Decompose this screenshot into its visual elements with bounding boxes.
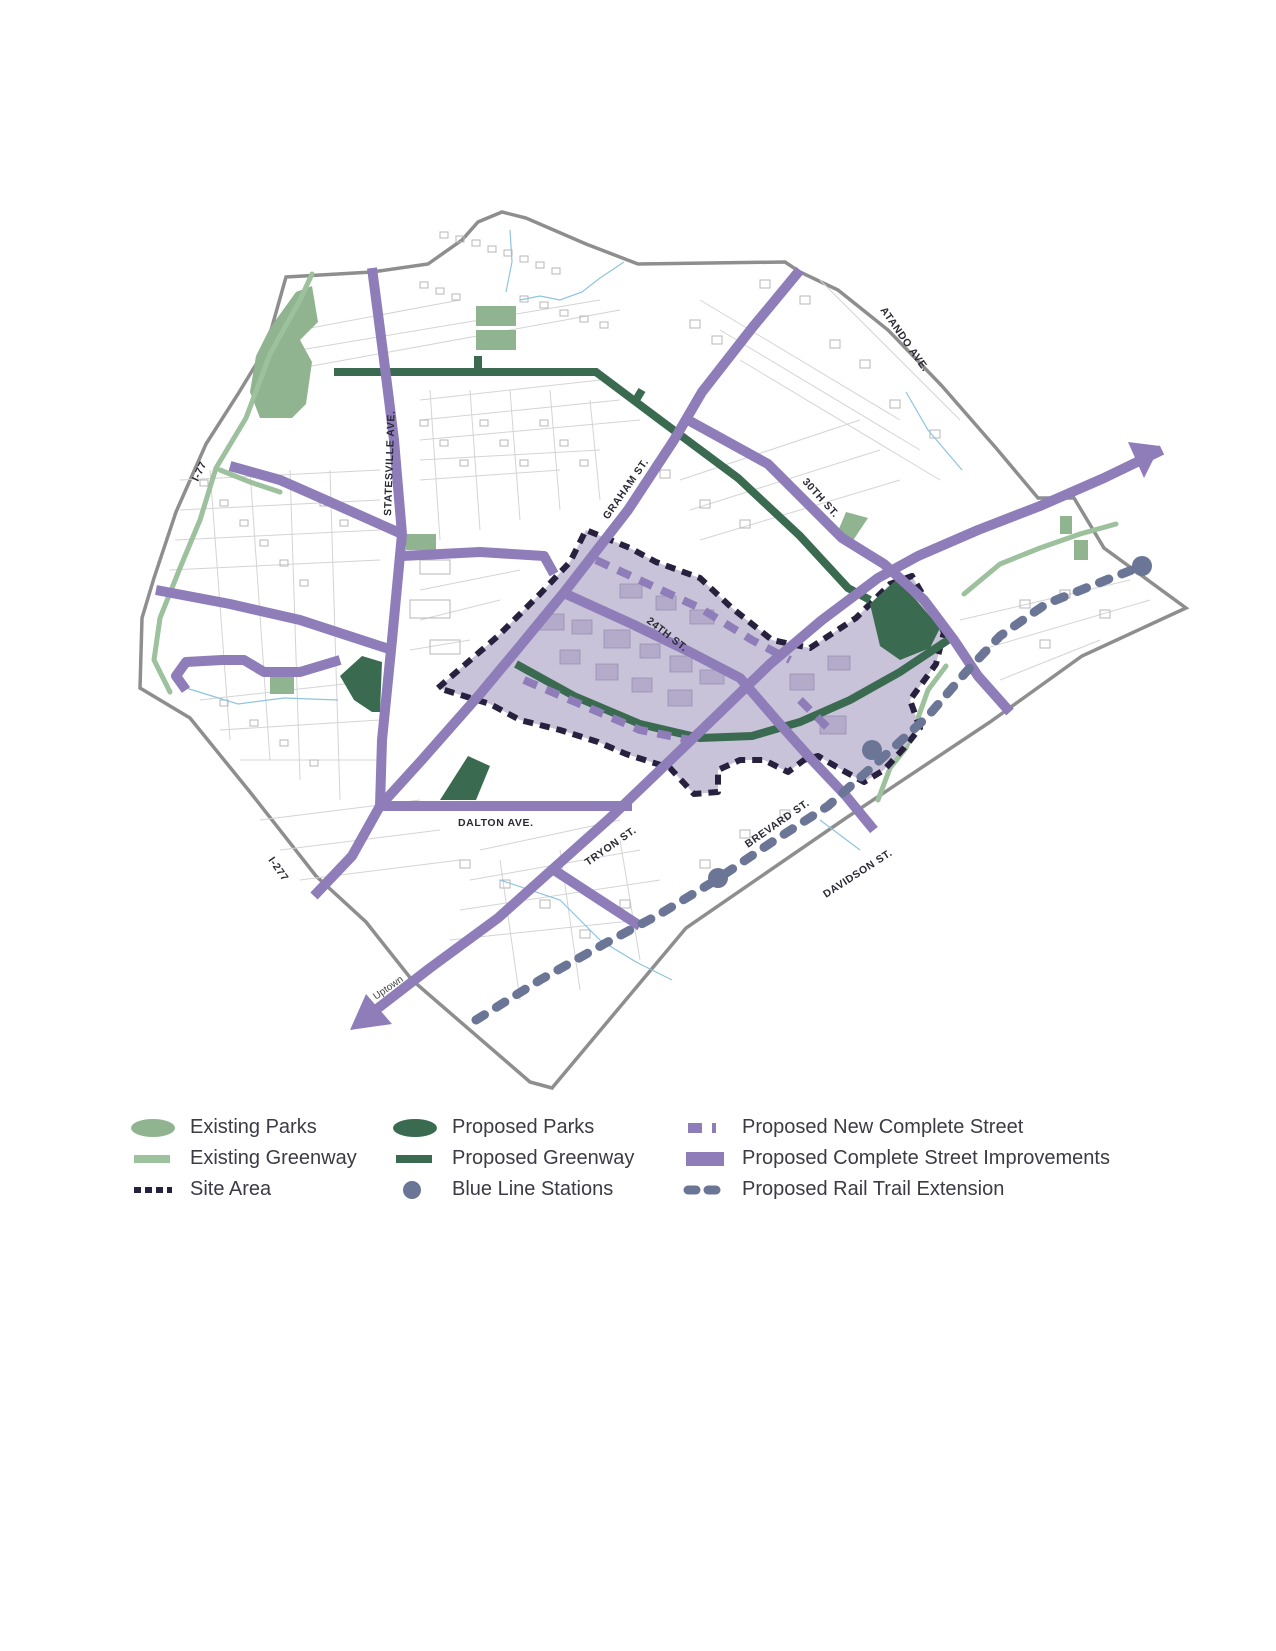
existing-park-central — [406, 534, 436, 550]
complete-street-improvements-swatch — [680, 1147, 730, 1171]
existing-greenway-swatch — [128, 1147, 178, 1171]
proposed-park-east — [870, 580, 940, 660]
existing-greenway-west-spur — [217, 467, 283, 495]
blue-line-station-south — [708, 868, 728, 888]
new-complete-street-2 — [522, 676, 691, 744]
existing-park-southwest — [270, 676, 294, 694]
new-complete-street-3 — [797, 697, 833, 733]
statesville-ave-label: STATESVILLE AVE. — [382, 410, 398, 516]
arrow-northeast-icon — [1128, 442, 1160, 478]
new-complete-streets — [522, 556, 833, 744]
direction-arrows — [350, 442, 1160, 1030]
west-spur-street-2 — [155, 585, 394, 655]
existing-parks-swatch — [128, 1116, 178, 1140]
legend-column-3: Proposed New Complete Street Proposed Co… — [680, 1112, 1110, 1205]
graham-st-street — [376, 266, 804, 810]
proposed-greenway-south — [514, 636, 951, 743]
legend-item-existing-greenway: Existing Greenway — [128, 1143, 357, 1174]
existing-parks — [250, 286, 1088, 694]
site-area-swatch — [128, 1178, 178, 1202]
cross-street-statesville-graham — [401, 547, 559, 577]
rail-trail-extension — [471, 561, 1147, 1025]
legend-item-new-complete-street: Proposed New Complete Street — [680, 1112, 1110, 1143]
legend-item-proposed-greenway: Proposed Greenway — [390, 1143, 634, 1174]
blue-line-station-central — [862, 740, 882, 760]
existing-park-far-east-2 — [1074, 540, 1088, 560]
legend-label-complete-street-improvements: Proposed Complete Street Improvements — [742, 1147, 1110, 1169]
existing-park-far-east-1 — [1060, 516, 1072, 534]
new-complete-street-swatch — [680, 1116, 730, 1140]
proposed-greenway-north-spur-2 — [632, 387, 646, 403]
rail-trail-extension-swatch — [680, 1178, 730, 1202]
map-legend: Existing Parks Existing Greenway Site Ar… — [120, 1112, 1180, 1222]
legend-label-new-complete-street: Proposed New Complete Street — [742, 1116, 1024, 1138]
south-spur-street — [551, 865, 643, 931]
i277-label: I-277 — [266, 855, 291, 884]
west-loop-street — [171, 655, 342, 693]
arrow-southwest-uptown-icon — [350, 994, 392, 1030]
proposed-greenway-swatch — [390, 1147, 440, 1171]
legend-item-existing-parks: Existing Parks — [128, 1112, 357, 1143]
legend-label-rail-trail-extension: Proposed Rail Trail Extension — [742, 1178, 1005, 1200]
proposed-park-dalton — [440, 756, 490, 800]
legend-label-proposed-greenway: Proposed Greenway — [452, 1147, 635, 1169]
legend-label-site-area: Site Area — [190, 1178, 272, 1200]
streams — [185, 229, 963, 981]
proposed-greenways — [334, 356, 951, 743]
blue-line-stations — [708, 556, 1152, 888]
legend-item-complete-street-improvements: Proposed Complete Street Improvements — [680, 1143, 1110, 1174]
proposed-parks-swatch — [390, 1116, 440, 1140]
legend-label-existing-parks: Existing Parks — [190, 1116, 317, 1138]
legend-label-proposed-parks: Proposed Parks — [452, 1116, 595, 1138]
legend-item-blue-line-stations: Blue Line Stations — [390, 1174, 634, 1205]
legend-item-rail-trail-extension: Proposed Rail Trail Extension — [680, 1174, 1110, 1205]
existing-park-north-1 — [476, 306, 516, 326]
legend-column-2: Proposed Parks Proposed Greenway Blue Li… — [390, 1112, 634, 1205]
legend-item-proposed-parks: Proposed Parks — [390, 1112, 634, 1143]
statesville-ave-street — [310, 267, 407, 900]
davidson-st-label: DAVIDSON ST. — [821, 847, 895, 901]
dalton-ave-label: DALTON AVE. — [458, 817, 534, 829]
tryon-st-street — [356, 445, 1165, 1026]
proposed-parks — [340, 580, 940, 800]
blue-line-station-swatch — [390, 1178, 440, 1202]
west-spur-street-1 — [228, 461, 405, 539]
existing-park-west — [250, 286, 318, 418]
blue-line-station-east — [1132, 556, 1152, 576]
legend-item-site-area: Site Area — [128, 1174, 357, 1205]
complete-street-improvements — [155, 266, 1165, 1026]
legend-column-1: Existing Parks Existing Greenway Site Ar… — [128, 1112, 357, 1205]
proposed-park-statesville — [340, 656, 382, 712]
existing-greenway-east — [961, 521, 1119, 597]
legend-label-blue-line-stations: Blue Line Stations — [452, 1178, 614, 1200]
proposed-greenway-north — [334, 368, 872, 604]
existing-greenway-i77 — [151, 271, 315, 695]
legend-label-existing-greenway: Existing Greenway — [190, 1147, 357, 1169]
existing-park-north-2 — [476, 330, 516, 350]
